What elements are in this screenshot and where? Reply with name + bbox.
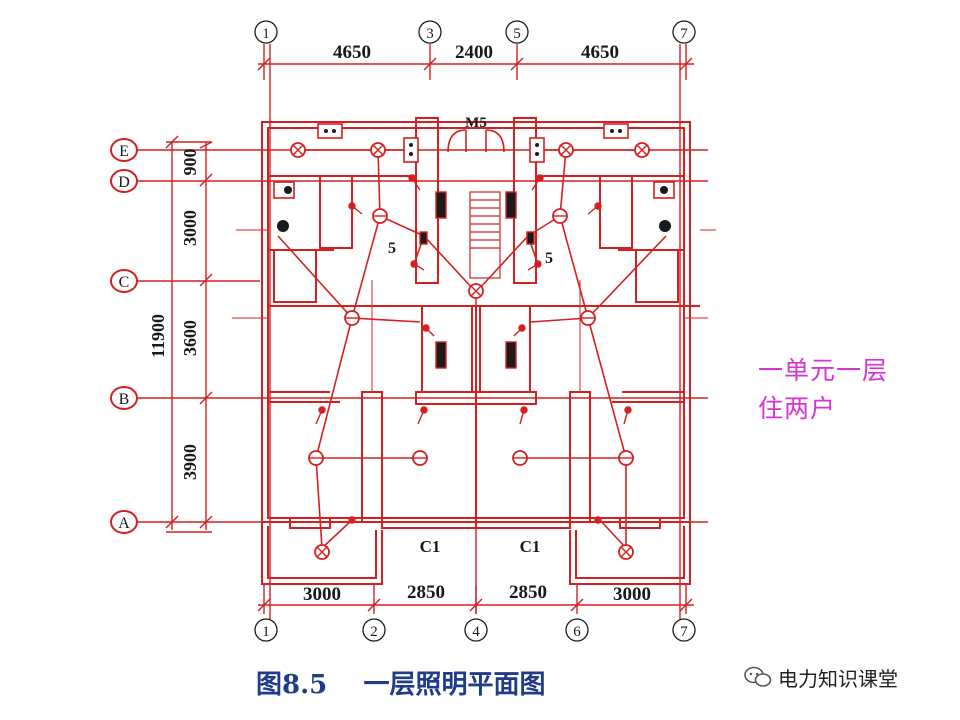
left-dim-3900: 3900 (180, 444, 200, 480)
axis-label-7-bottom: 7 (680, 624, 688, 640)
left-dim-total: 11900 (148, 314, 168, 358)
bottom-dim-2: 2850 (407, 582, 445, 603)
row-axis-e: E (119, 143, 129, 160)
unit-note-line1: 一单元一层 (758, 356, 889, 385)
distribution-panels (419, 191, 535, 369)
fixture-crosses (292, 144, 648, 558)
row-axis-c: C (119, 274, 130, 291)
walls (232, 117, 716, 585)
left-dim-3600: 3600 (180, 320, 200, 356)
top-dim-1: 4650 (333, 42, 371, 63)
switches (315, 174, 632, 524)
left-dim-900: 900 (180, 149, 200, 176)
top-dim-2: 2400 (455, 42, 493, 63)
axis-label-1-top: 1 (262, 26, 270, 42)
figure-caption: 图8.5 一层照明平面图 (256, 670, 546, 700)
axis-label-3-top: 3 (426, 26, 434, 42)
brand-watermark: 电力知识课堂 (744, 662, 898, 692)
row-axis-b: B (119, 391, 130, 408)
window-label-right: C1 (520, 537, 541, 556)
bottom-dim-1: 3000 (303, 584, 341, 605)
entrance-door (447, 129, 505, 153)
wechat-logo-icon (744, 666, 772, 687)
unit-note-line2: 住两户 (758, 394, 837, 423)
row-axis-a: A (118, 515, 130, 532)
axis-label-5-top: 5 (513, 26, 521, 42)
bottom-dim-4: 3000 (613, 584, 651, 605)
axis-bubbles (254, 20, 696, 642)
floor-plan-diagram: M5 (110, 20, 716, 642)
top-dim-3: 4650 (581, 42, 619, 63)
outlet-boxes (273, 123, 675, 199)
brand-name: 电力知识课堂 (778, 666, 898, 691)
axis-label-1-bottom: 1 (262, 624, 270, 640)
switch-label-right: 5 (545, 250, 553, 267)
switch-label-left: 5 (388, 240, 396, 257)
unit-note: 一单元一层 住两户 (758, 352, 888, 428)
row-axis-d: D (118, 174, 130, 191)
door-label: M5 (465, 115, 487, 131)
wiring-lines (277, 149, 667, 549)
row-bubbles (110, 138, 138, 534)
bottom-dim-3: 2850 (509, 582, 547, 603)
axis-label-6-bottom: 6 (573, 624, 581, 640)
axis-label-2-bottom: 2 (370, 624, 378, 640)
outlet-dots (277, 129, 671, 232)
axis-label-4-bottom: 4 (472, 624, 480, 640)
window-label-left: C1 (420, 537, 441, 556)
stair-treads (469, 191, 501, 279)
left-dim-3000: 3000 (180, 210, 200, 246)
axis-label-7-top: 7 (680, 26, 688, 42)
